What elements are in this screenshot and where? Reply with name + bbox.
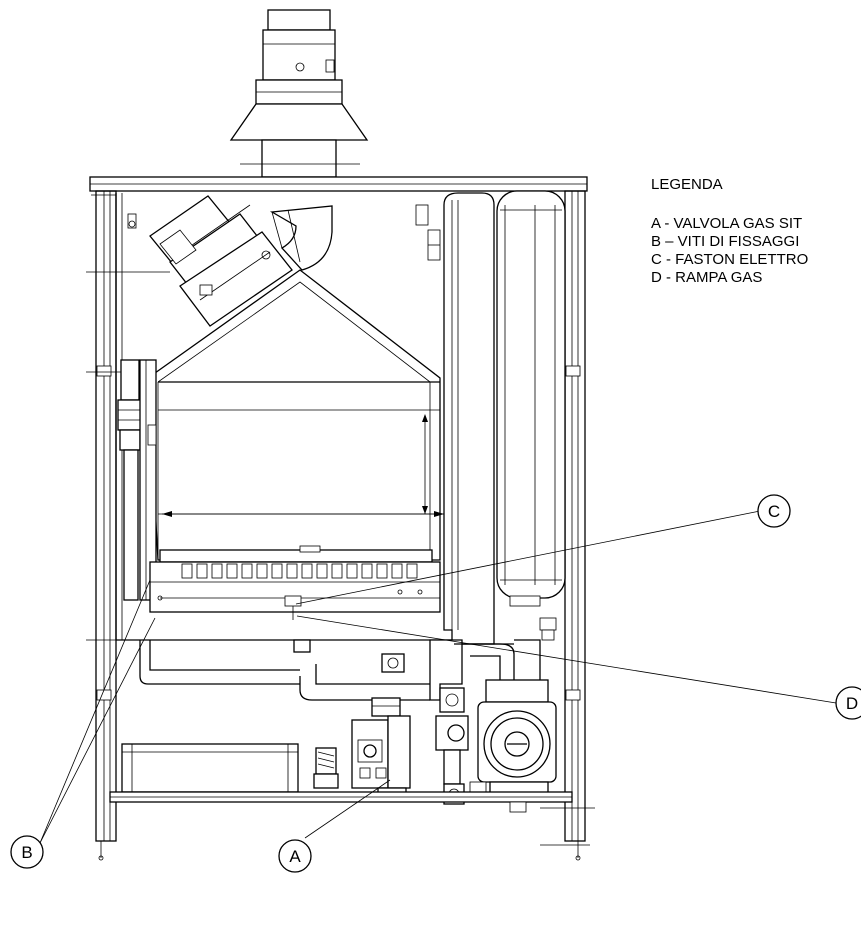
gas-valve	[351, 697, 411, 801]
leader-b2	[39, 617, 156, 844]
callout-b-label: B	[21, 843, 32, 862]
pressure-switch	[415, 204, 441, 261]
gas-pipes	[139, 639, 541, 701]
callout-c: C	[757, 494, 791, 528]
burner-ramps	[181, 563, 418, 579]
callout-d-label: D	[846, 694, 858, 713]
callout-d: D	[835, 686, 861, 720]
control-board-box	[121, 743, 299, 793]
bottom-plate	[109, 791, 573, 813]
fan-assembly	[149, 195, 333, 327]
ignition-spring	[313, 747, 339, 789]
combustion-chamber	[147, 269, 444, 561]
legend-item-b: B – VITI DI FISSAGGI	[651, 233, 800, 250]
left-side-panel	[91, 190, 117, 861]
leader-lines	[39, 510, 837, 844]
circulator-pump	[477, 679, 557, 795]
leader-c	[295, 510, 761, 605]
burner	[149, 545, 441, 620]
legend-item-a: A - VALVOLA GAS SIT	[651, 215, 803, 232]
callout-c-label: C	[768, 502, 780, 521]
callout-a-label: A	[289, 847, 301, 866]
expansion-vessel	[496, 190, 566, 641]
top-plate	[89, 176, 588, 192]
leader-b1	[39, 579, 151, 844]
callout-b: B	[10, 835, 44, 869]
legend: LEGENDA A - VALVOLA GAS SIT B – VITI DI …	[651, 176, 808, 287]
callout-a: A	[278, 839, 312, 873]
flue-adapter	[229, 9, 369, 178]
divider-panel	[443, 192, 495, 645]
legend-title: LEGENDA	[651, 176, 723, 193]
left-water-pipe	[117, 359, 157, 601]
leader-a	[304, 779, 391, 839]
leader-d	[296, 615, 837, 704]
legend-item-d: D - RAMPA GAS	[651, 269, 763, 286]
legend-item-c: C - FASTON ELETTRO	[651, 251, 809, 268]
